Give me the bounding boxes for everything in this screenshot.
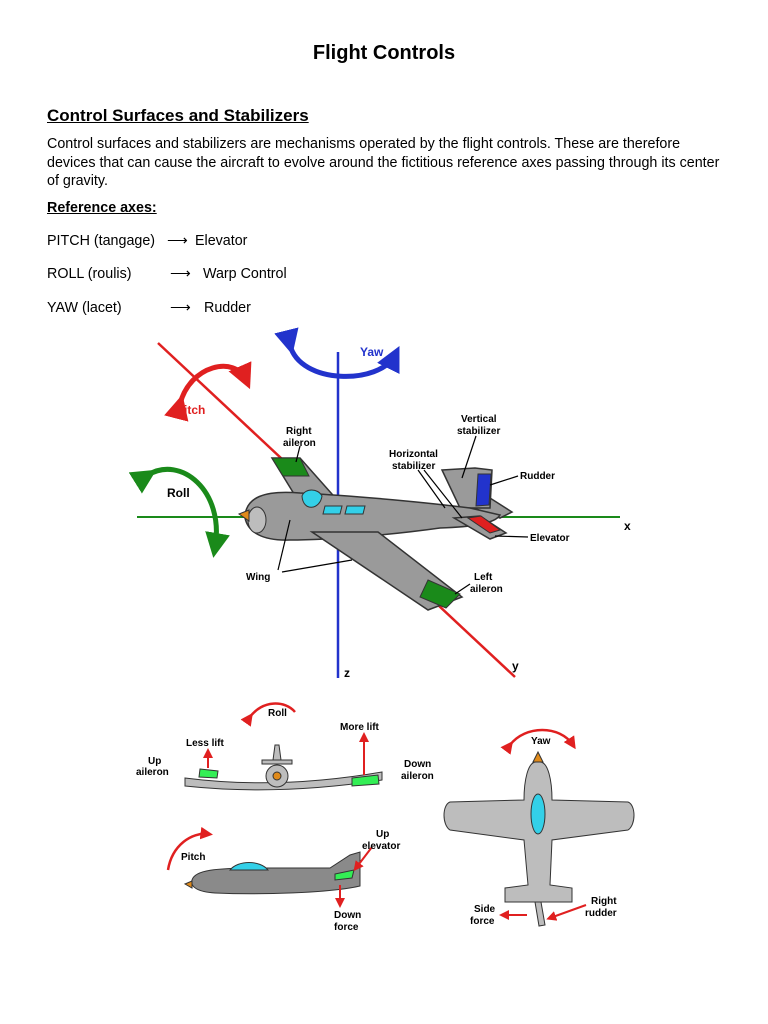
up-elevator <box>334 869 355 881</box>
side-force-label: Side <box>474 904 496 915</box>
axis-name: PITCH (tangage) <box>47 233 156 249</box>
pitch-arrow <box>166 826 213 871</box>
cockpit-canopy <box>301 489 323 508</box>
z-axis-label: z <box>344 666 350 680</box>
left-aileron-label: Left <box>474 572 493 583</box>
roll-wings <box>184 771 383 791</box>
yaw-rotation-arrow <box>274 327 400 379</box>
right-rudder-label: Right <box>591 896 617 907</box>
yaw-spinner <box>532 750 544 763</box>
less-lift-label: Less lift <box>186 738 224 749</box>
vertical-stabilizer-label: stabilizer <box>457 426 500 437</box>
side-force-label: force <box>470 916 495 927</box>
leader-line <box>454 583 471 595</box>
left-horizontal-stabilizer <box>451 515 508 540</box>
reference-axes-heading: Reference axes: <box>47 200 157 216</box>
roll-spinner <box>272 771 282 781</box>
down-aileron <box>351 774 380 787</box>
pitch-label: Pitch <box>176 403 205 417</box>
leader-line <box>461 435 477 479</box>
right-aileron <box>271 457 310 477</box>
intro-paragraph: Control surfaces and stabilizers are mec… <box>47 136 720 189</box>
left-aileron <box>419 579 461 609</box>
axis-name: YAW (lacet) <box>47 300 122 316</box>
vertical-stabilizer-label: Vertical <box>461 414 497 425</box>
down-force-label: force <box>334 922 359 933</box>
yaw-canopy <box>530 793 546 835</box>
roll-diagram: Roll Less lift More lift Up aileron Down… <box>136 702 434 791</box>
arrow-icon: ⟶ <box>170 266 191 282</box>
right-aileron-label: aileron <box>283 438 316 449</box>
down-aileron-label: aileron <box>401 771 434 782</box>
elevator-label: Elevator <box>530 533 570 544</box>
leader-line <box>494 535 529 538</box>
main-axes-diagram: Pitch Roll Yaw Right aileron Vertical st… <box>128 327 631 680</box>
elevator <box>466 515 502 534</box>
leader-line <box>295 445 301 463</box>
leader-line <box>423 469 463 519</box>
roll-arrow <box>240 702 296 727</box>
leader-line <box>277 519 291 571</box>
roll-label: Roll <box>167 486 190 500</box>
leader-line <box>281 559 353 573</box>
rudder <box>475 473 492 507</box>
more-lift-label: More lift <box>340 722 380 733</box>
up-elevator-pointer <box>353 846 373 872</box>
side-window <box>322 505 343 515</box>
roll-label: Roll <box>268 708 287 719</box>
pitch-diagram: Pitch Up elevator Down force <box>166 826 400 933</box>
leader-line <box>417 469 446 509</box>
horizontal-stabilizer-label: stabilizer <box>392 461 435 472</box>
arrow-icon: ⟶ <box>170 300 191 316</box>
section-heading: Control Surfaces and Stabilizers <box>47 106 309 125</box>
axis-name: ROLL (roulis) <box>47 266 132 282</box>
airplane-3d <box>237 457 514 611</box>
down-aileron-label: Down <box>404 759 431 770</box>
roll-tailplane <box>261 759 293 765</box>
axis-control: Rudder <box>204 300 251 316</box>
pitch-canopy <box>228 862 270 871</box>
up-elevator-label: elevator <box>362 841 400 852</box>
yaw-label: Yaw <box>360 345 384 359</box>
leader-line <box>489 475 519 486</box>
propeller-hub <box>247 506 267 534</box>
propeller-spinner <box>237 509 250 522</box>
rudder-label: Rudder <box>520 471 555 482</box>
pitch-spinner <box>183 880 193 889</box>
axis-control: Warp Control <box>203 266 287 282</box>
page-title: Flight Controls <box>312 42 456 64</box>
pitch-label: Pitch <box>181 852 205 863</box>
up-elevator-label: Up <box>376 829 389 840</box>
up-aileron <box>198 768 219 779</box>
right-rudder-label: rudder <box>585 908 617 919</box>
right-aileron-label: Right <box>286 426 312 437</box>
wing-label: Wing <box>246 572 270 583</box>
yaw-arrow <box>500 728 576 755</box>
down-force-label: Down <box>334 910 361 921</box>
pitch-fuselage <box>191 851 361 895</box>
side-window <box>344 505 366 515</box>
horizontal-stabilizer-label: Horizontal <box>389 449 438 460</box>
x-axis-label: x <box>624 519 631 533</box>
pitch-rotation-arrow <box>164 361 252 422</box>
up-aileron-label: Up <box>148 756 161 767</box>
yaw-rudder <box>534 901 546 927</box>
left-aileron-label: aileron <box>470 584 503 595</box>
up-aileron-label: aileron <box>136 767 169 778</box>
right-rudder-pointer <box>546 904 587 921</box>
y-axis-label: y <box>512 659 519 673</box>
yaw-label: Yaw <box>531 736 551 747</box>
arrow-icon: ⟶ <box>167 233 188 249</box>
axis-control: Elevator <box>195 233 248 249</box>
yaw-diagram: Yaw Side force Right rudder <box>443 728 635 927</box>
roll-rotation-arrow <box>128 467 230 558</box>
roll-fin <box>272 744 282 761</box>
